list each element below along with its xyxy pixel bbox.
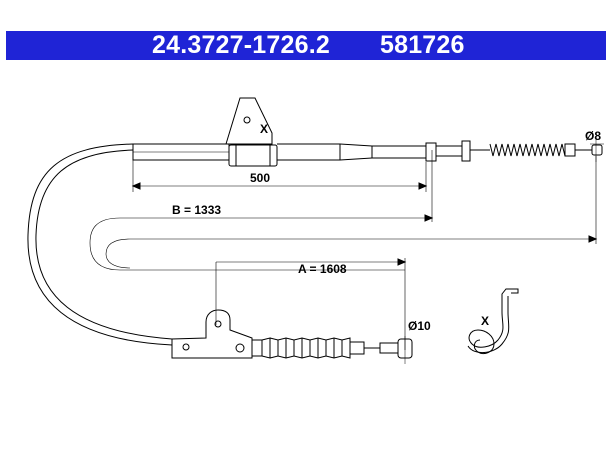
cable-inner-path (35, 149, 173, 340)
bottom-ribs (261, 337, 351, 359)
dim-a-label: A = 1608 (298, 262, 347, 276)
top-spring (489, 143, 566, 157)
dim-a-line (105, 238, 596, 269)
top-bracket (225, 97, 273, 145)
dim-500-label: 500 (250, 171, 270, 185)
top-grommet (228, 144, 278, 167)
bottom-bracket (171, 309, 253, 359)
dim-b-label: B = 1333 (172, 203, 221, 217)
cable-outer-path (27, 143, 173, 346)
spring-clip-x-label: X (481, 314, 489, 328)
dim-b-line (89, 217, 432, 271)
bottom-bracket-pin (182, 343, 190, 351)
bottom-end-ferrule (379, 342, 399, 354)
spring-clip (468, 288, 519, 355)
part-number: 24.3727-1726.2 (152, 31, 330, 59)
top-bracket-x-label: X (260, 122, 268, 136)
top-bracket-hole (243, 116, 251, 124)
top-end-ferrule (425, 142, 437, 162)
top-sleeve-tail (277, 143, 427, 161)
reference-number: 581726 (380, 31, 465, 59)
bottom-bracket-hole (214, 320, 222, 328)
end-top-diameter-label: Ø8 (585, 129, 601, 143)
end-bottom-diameter-label: Ø10 (408, 319, 431, 333)
top-end-nipple (591, 144, 603, 156)
title-banner: 24.3727-1726.2 581726 (6, 31, 606, 60)
bottom-sleeve (252, 339, 263, 357)
